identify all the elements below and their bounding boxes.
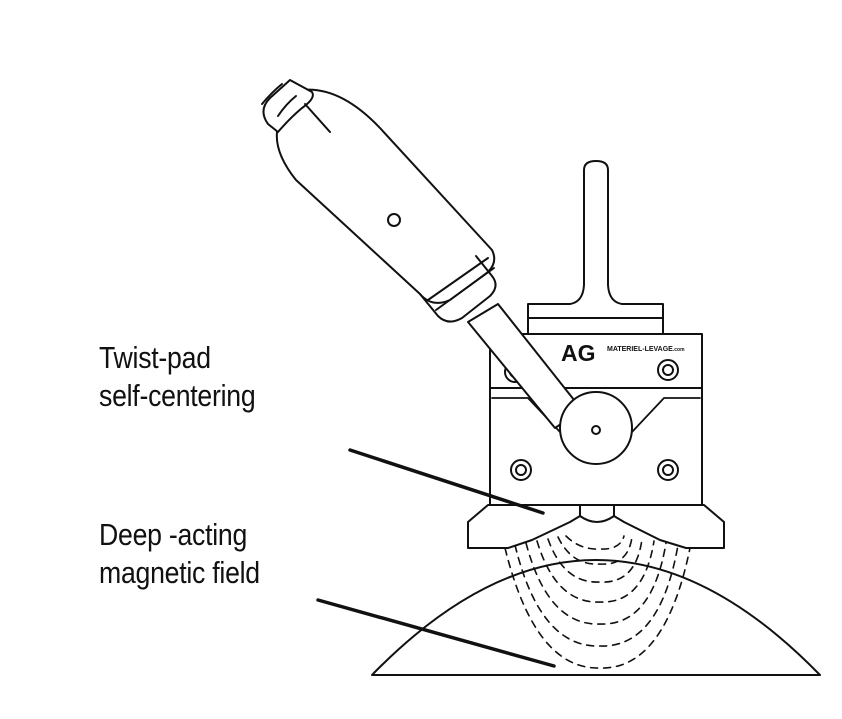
- magnetic-field-lines: [504, 535, 691, 669]
- brand-logo: AG: [561, 340, 596, 366]
- brand-website-prefix: MATERIEL-LEVAGE: [607, 346, 673, 353]
- lever-handle: [261, 79, 633, 465]
- brand-marking: AG MATERIEL-LEVAGE.com: [561, 340, 685, 366]
- curved-workpiece: [371, 559, 821, 676]
- twist-pads: [467, 504, 725, 549]
- magnetic-field-label-line1: Deep -acting: [99, 517, 248, 552]
- brand-website: MATERIEL-LEVAGE.com: [607, 346, 685, 353]
- magnetic-field-label-line2: magnetic field: [99, 555, 260, 590]
- brand-website-suffix: .com: [673, 347, 685, 353]
- twist-pad-label-line2: self-centering: [99, 378, 256, 413]
- magnetic-field-leader-line: [316, 598, 556, 668]
- twist-pad-label: Twist-pad self-centering: [99, 339, 256, 415]
- twist-pad-label-line1: Twist-pad: [99, 340, 211, 375]
- lifting-eye: [527, 160, 664, 319]
- leader-lines: [316, 448, 556, 668]
- twist-pad-leader-line: [348, 448, 545, 515]
- magnetic-field-label: Deep -acting magnetic field: [99, 516, 260, 592]
